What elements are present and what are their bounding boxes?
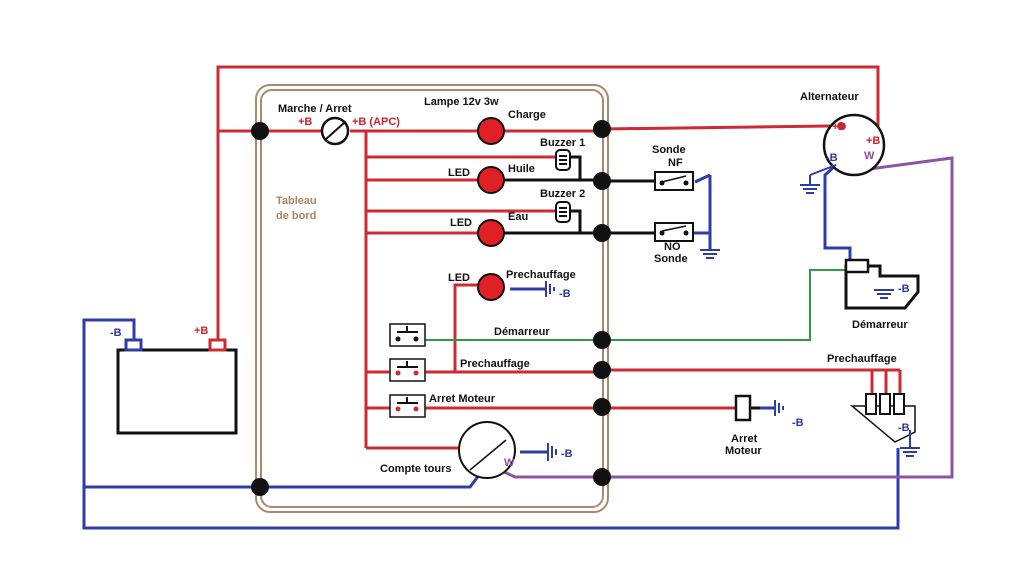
ground-icon-no (700, 249, 720, 259)
huile-label: Huile (508, 163, 535, 175)
preheat-wire-label: Prechauffage (460, 358, 530, 370)
starter-motor (844, 258, 920, 310)
battery-positive-terminal (208, 338, 227, 352)
labels: Marche / Arret +B +B (APC) Lampe 12v 3w … (110, 91, 910, 475)
glow-ground-label: -B (898, 422, 910, 434)
led-huile-label: LED (448, 167, 470, 179)
demarreur-wire-label: Démarreur (494, 326, 550, 338)
alt-d-label: +D (832, 121, 846, 133)
ground-icon-tacho (547, 443, 557, 461)
battery-negative-label: -B (110, 327, 122, 339)
compte-tours-label: Compte tours (380, 463, 452, 475)
preheat-ground-label: -B (559, 288, 571, 300)
sonde-no-label-1: NO (664, 241, 681, 253)
sonde-no-label-2: Sonde (654, 253, 688, 265)
alternateur-label: Alternateur (800, 91, 859, 103)
tacho-wire (499, 156, 954, 479)
alt-ground-label: -B (826, 152, 838, 164)
eau-label: Eau (508, 211, 528, 223)
oil-sensor-nf (654, 171, 694, 191)
alternator (822, 113, 886, 177)
sonde-nf-label-1: Sonde (652, 144, 686, 156)
preheat-pushbutton (389, 358, 426, 382)
starter-pushbutton (389, 323, 426, 347)
dashboard-panel-inner (260, 89, 604, 508)
switch-input-label: +B (298, 116, 312, 128)
ground-icon-starter (874, 289, 894, 299)
huile-led (477, 166, 505, 194)
junction-dots (251, 120, 611, 496)
sonde-nf-label-2: NF (668, 157, 683, 169)
buzzers (555, 149, 571, 223)
demarreur-label: Démarreur (852, 319, 908, 331)
stop-ground-label: -B (792, 417, 804, 429)
alt-b-label: +B (866, 135, 880, 147)
ground-icon-alt (800, 164, 837, 194)
battery-positive-label: +B (194, 325, 208, 337)
ground-icon-led (545, 281, 555, 297)
battery (116, 338, 238, 435)
glow-plugs-label: Prechauffage (827, 353, 897, 365)
starter-ground-label: -B (898, 283, 910, 295)
buzzer-2-label: Buzzer 2 (540, 188, 585, 200)
tableau-label-1: Tableau (276, 195, 317, 207)
buzzer-1-label: Buzzer 1 (540, 137, 585, 149)
starter-wire (425, 269, 846, 341)
stop-wire-label: Arret Moteur (429, 393, 496, 405)
led-eau-label: LED (450, 217, 472, 229)
battery-negative-terminal (124, 338, 143, 352)
eau-led (477, 219, 505, 247)
stop-pushbutton (389, 394, 426, 418)
power-wires (216, 65, 902, 450)
water-sensor-no (654, 222, 694, 242)
dashboard-panel-outer (255, 84, 609, 513)
ground-icons (545, 164, 920, 461)
indicator-lamps (477, 117, 505, 301)
ground-icon-stop (774, 400, 784, 416)
charge-label: Charge (508, 109, 546, 121)
led-preheat-label: LED (448, 272, 470, 284)
marche-arret-label: Marche / Arret (278, 103, 352, 115)
preheat-lamp-label: Prechauffage (506, 269, 576, 281)
alt-w-label: W (864, 150, 875, 162)
tableau-label-2: de bord (276, 210, 316, 222)
ground-icon-glow (900, 430, 920, 457)
ignition-switch (320, 116, 350, 146)
stop-solenoid-label-1: Arret (731, 433, 758, 445)
tacho-ground-label: -B (561, 448, 573, 460)
stop-solenoid (734, 394, 760, 422)
tacho-w-label: W (504, 457, 515, 469)
switch-output-label: +B (APC) (352, 116, 400, 128)
tachometer (458, 421, 516, 479)
glow-plugs (849, 393, 916, 443)
stop-solenoid-label-2: Moteur (725, 445, 762, 457)
prechauffage-led (477, 273, 505, 301)
push-buttons (389, 323, 426, 418)
charge-lamp (477, 117, 505, 145)
lamp-spec-label: Lampe 12v 3w (424, 96, 499, 108)
